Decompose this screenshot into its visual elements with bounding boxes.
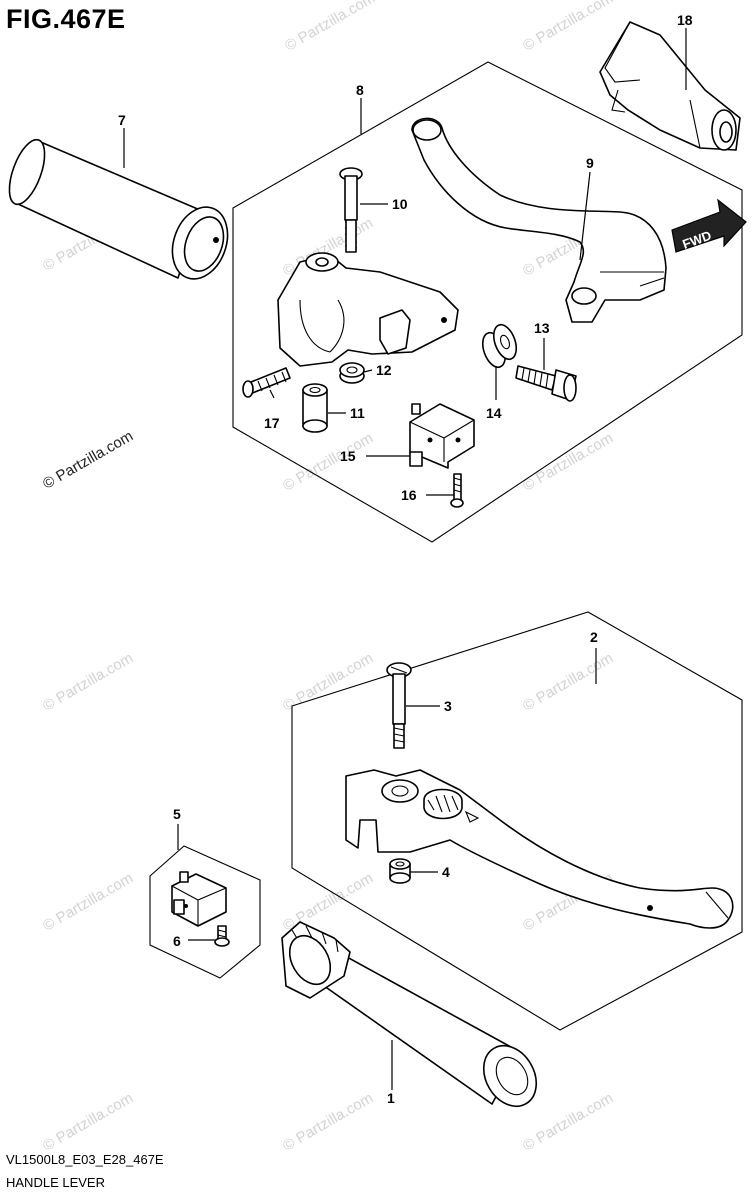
callout-11: 11 <box>350 405 365 421</box>
callout-7: 7 <box>118 112 126 128</box>
lever-bracket[interactable] <box>277 252 459 367</box>
pivot-bolt-10[interactable] <box>339 167 363 253</box>
callout-leaders <box>123 28 687 1090</box>
fwd-arrow-icon: FWD <box>671 198 747 253</box>
screw-6[interactable] <box>214 925 230 947</box>
callout-9: 9 <box>586 155 594 171</box>
callout-18: 18 <box>677 12 693 28</box>
nut-12[interactable] <box>339 362 365 384</box>
adjuster-13[interactable] <box>515 365 577 402</box>
callout-14: 14 <box>486 405 502 421</box>
callout-17: 17 <box>264 415 280 431</box>
callout-13: 13 <box>534 320 550 336</box>
callout-1: 1 <box>387 1090 395 1106</box>
assembly-box-2 <box>291 611 743 1031</box>
callout-5: 5 <box>173 806 181 822</box>
screw-16[interactable] <box>450 473 464 508</box>
assembly-box-8 <box>232 61 743 543</box>
figure-name: HANDLE LEVER <box>6 1175 105 1190</box>
callout-6: 6 <box>173 933 181 949</box>
grip-left[interactable] <box>2 135 237 286</box>
callout-16: 16 <box>401 487 417 503</box>
nut-4[interactable] <box>389 858 411 884</box>
figure-code: VL1500L8_E03_E28_467E <box>6 1152 164 1167</box>
callout-2: 2 <box>590 629 598 645</box>
washer-14[interactable] <box>478 322 520 371</box>
bushing-11[interactable] <box>302 383 328 433</box>
callout-12: 12 <box>376 362 392 378</box>
lever-cover[interactable] <box>599 21 741 151</box>
callout-10: 10 <box>392 196 408 212</box>
screw-17[interactable] <box>242 367 291 398</box>
pivot-bolt-3[interactable] <box>386 662 412 749</box>
throttle-grip[interactable] <box>281 921 546 1116</box>
figure-title: FIG.467E <box>6 4 126 34</box>
clutch-switch-15[interactable] <box>409 403 475 469</box>
callout-labels: 1 2 3 4 5 6 7 8 9 10 11 12 13 14 15 16 1… <box>118 12 693 1106</box>
callout-8: 8 <box>356 82 364 98</box>
brake-switch-5[interactable] <box>171 871 227 927</box>
assembly-box-5 <box>149 845 261 979</box>
brake-lever-assembly[interactable] <box>345 769 734 929</box>
callout-15: 15 <box>340 448 356 464</box>
clutch-lever[interactable] <box>411 117 667 323</box>
callout-4: 4 <box>442 864 450 880</box>
callout-3: 3 <box>444 698 452 714</box>
